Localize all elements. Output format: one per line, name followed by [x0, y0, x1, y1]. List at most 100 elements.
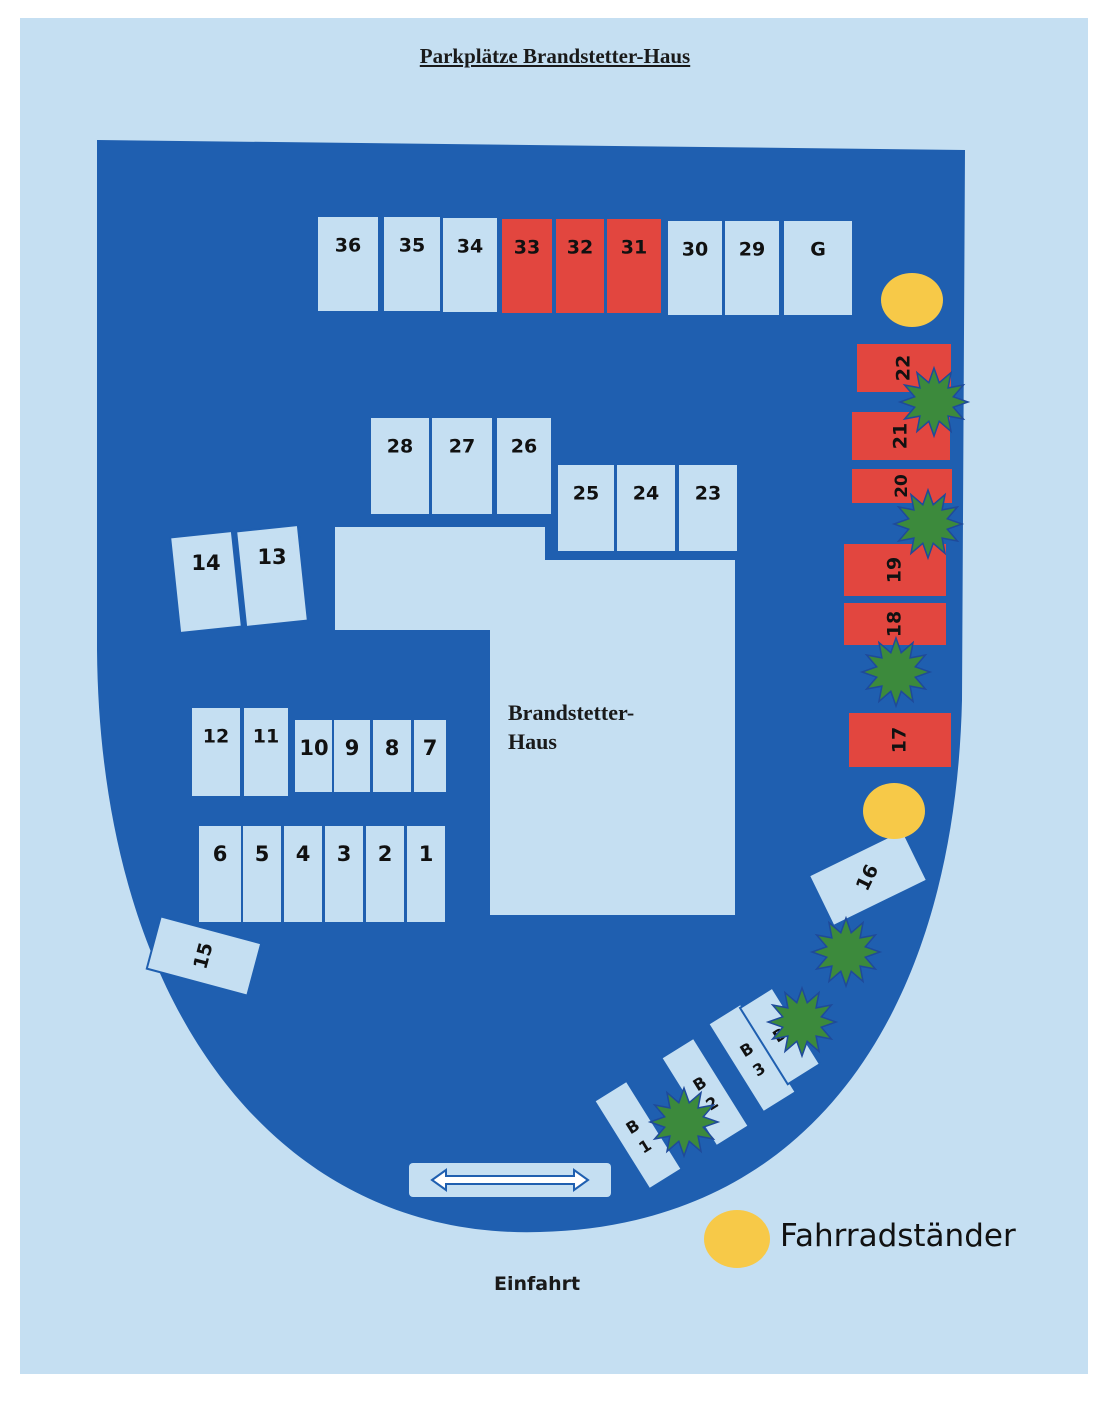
parking-space-label: 28: [387, 436, 413, 458]
shrub-icon: [859, 635, 933, 709]
parking-space-5: 5: [241, 824, 283, 924]
parking-space-label: 34: [457, 236, 483, 258]
parking-space-label: 5: [255, 842, 270, 866]
parking-space-16: 16: [807, 828, 929, 928]
parking-space-box: [169, 529, 243, 635]
parking-space-label: 30: [682, 239, 708, 261]
parking-space-label: 32: [567, 237, 593, 259]
parking-space-box: [369, 416, 431, 516]
parking-space-box: [145, 915, 263, 997]
parking-space-box: [405, 824, 447, 924]
parking-space-31: 31: [605, 217, 663, 315]
parking-space-label: 2: [378, 842, 393, 866]
parking-space-box: [554, 217, 606, 315]
parking-space-box: [190, 706, 242, 798]
parking-space-label: 17: [889, 727, 911, 753]
parking-space-14: 14: [169, 529, 243, 635]
parking-space-label: 9: [345, 736, 360, 760]
bike-rack-icon: [863, 783, 925, 839]
parking-space-box: [316, 215, 380, 313]
map-decorations: [409, 273, 971, 1197]
parking-space-label: 13: [257, 545, 286, 569]
parking-space-box: [500, 217, 554, 315]
parking-space-label: 10: [299, 736, 328, 760]
parking-space-26: 26: [495, 416, 553, 516]
parking-space-label: 14: [191, 551, 220, 575]
parking-space-box: [242, 706, 290, 798]
parking-space-b3: B3: [706, 1002, 798, 1114]
parking-space-label: 12: [203, 726, 229, 748]
parking-space-label: 11: [253, 726, 279, 748]
parking-space-label: 8: [385, 736, 400, 760]
parking-space-box: [723, 219, 781, 317]
parking-space-2: 2: [364, 824, 406, 924]
building-label: Brandstetter- Haus: [508, 700, 635, 754]
building-footprint: [335, 527, 735, 915]
parking-space-27: 27: [430, 416, 494, 516]
parking-space-box: [592, 1079, 684, 1191]
double-arrow-icon: [430, 1168, 590, 1192]
parking-space-17: 17: [847, 711, 953, 769]
parking-space-label: 26: [511, 436, 537, 458]
shrub-icon: [765, 985, 839, 1059]
parking-space-box: [850, 467, 954, 505]
parking-space-32: 32: [554, 217, 606, 315]
parking-space-35: 35: [382, 215, 442, 313]
parking-space-label: 19: [884, 557, 906, 583]
parking-space-36: 36: [316, 215, 380, 313]
parking-space-28: 28: [369, 416, 431, 516]
parking-space-label: 36: [335, 235, 361, 257]
parking-space-8: 8: [371, 718, 413, 794]
parking-space-6: 6: [197, 824, 243, 924]
parking-space-box: [677, 463, 739, 553]
parking-space-4: 4: [282, 824, 324, 924]
parking-space-label: 21: [890, 423, 912, 449]
parking-space-34: 34: [441, 216, 499, 314]
parking-space-box: [412, 718, 448, 794]
parking-space-b1: B1: [592, 1079, 684, 1191]
parking-space-label: 22: [893, 355, 915, 381]
parking-space-box: [615, 463, 677, 553]
parking-space-label: 31: [621, 237, 647, 259]
parking-space-box: [197, 824, 243, 924]
shrub-icon: [647, 1085, 721, 1159]
parking-space-label: 20: [892, 474, 912, 498]
parking-space-23: 23: [677, 463, 739, 553]
parking-space-label: G: [810, 239, 826, 261]
parking-space-label: 25: [573, 483, 599, 505]
parking-space-g: G: [782, 219, 854, 317]
parking-space-label: 3: [337, 842, 352, 866]
parking-space-box: [282, 824, 324, 924]
parking-space-24: 24: [615, 463, 677, 553]
parking-space-label: 35: [399, 235, 425, 257]
parking-space-box: [441, 216, 499, 314]
parking-space-box: [382, 215, 442, 313]
parking-space-label: 4: [296, 842, 311, 866]
parking-space-29: 29: [723, 219, 781, 317]
parking-space-19: 19: [842, 542, 948, 598]
parking-space-box: [495, 416, 553, 516]
parking-space-label: 27: [449, 436, 475, 458]
shrub-icon: [897, 365, 971, 439]
parking-space-label: 6: [213, 842, 228, 866]
parking-space-11: 11: [242, 706, 290, 798]
parking-space-30: 30: [666, 219, 724, 317]
parking-space-box: [293, 718, 335, 794]
parking-space-box: [666, 219, 724, 317]
parking-space-13: 13: [235, 523, 309, 629]
parking-space-box: [556, 463, 616, 553]
parking-space-label: 23: [695, 483, 721, 505]
parking-space-box: [323, 824, 365, 924]
parking-space-label: 29: [739, 239, 765, 261]
parking-space-box: [235, 523, 309, 629]
parking-space-box: [241, 824, 283, 924]
parking-space-box: [430, 416, 494, 516]
parking-space-label: 24: [633, 483, 659, 505]
parking-space-7: 7: [412, 718, 448, 794]
parking-space-3: 3: [323, 824, 365, 924]
map-title: Parkplätze Brandstetter-Haus: [419, 44, 691, 68]
parking-space-12: 12: [190, 706, 242, 798]
parking-space-20: 20: [850, 467, 954, 505]
parking-space-box: [807, 828, 929, 928]
